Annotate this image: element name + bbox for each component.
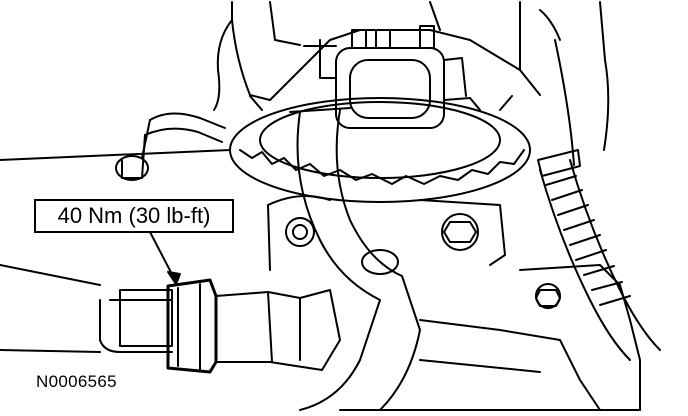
engine-housing bbox=[0, 1, 641, 411]
wiring-loom bbox=[535, 149, 661, 361]
figure-id: N0006565 bbox=[36, 372, 117, 391]
mounting-block bbox=[267, 195, 506, 271]
engine-lower-face bbox=[0, 319, 641, 411]
egr-tube bbox=[289, 107, 421, 411]
vacuum-hose bbox=[115, 112, 226, 181]
pressure-sensor-fitting bbox=[99, 278, 341, 374]
hex-nut bbox=[166, 278, 218, 374]
electrical-connector bbox=[303, 25, 481, 129]
leader-arrowhead bbox=[167, 271, 181, 285]
torque-callout: 40 Nm (30 lb-ft) bbox=[34, 199, 234, 233]
egr-valve-flange bbox=[229, 95, 531, 203]
